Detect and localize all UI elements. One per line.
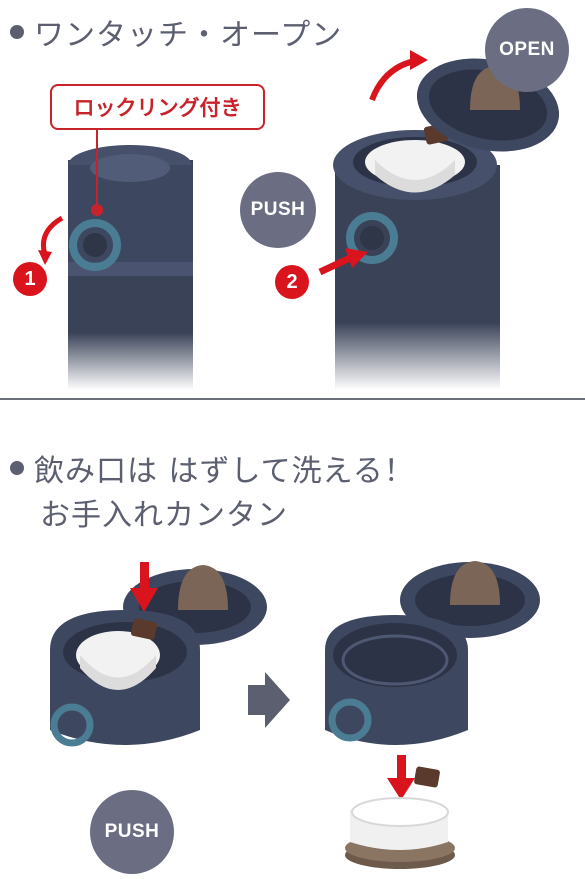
- push-badge-bottom: PUSH: [90, 790, 174, 874]
- step-1-badge: 1: [13, 262, 47, 296]
- step-2-badge: 2: [275, 265, 309, 299]
- bottle-closed-illustration: [38, 130, 193, 390]
- section1-title: ワンタッチ・オープン: [34, 18, 343, 53]
- section2-title-line1: 飲み口は はずして洗える！: [34, 454, 415, 489]
- section1-heading: ワンタッチ・オープン: [0, 10, 342, 54]
- mouthpiece-attached-illustration: [50, 562, 267, 747]
- section-divider: [0, 398, 585, 400]
- bullet-dot: [10, 25, 24, 39]
- mouthpiece-removed-illustration: [325, 561, 540, 869]
- open-badge: OPEN: [485, 8, 569, 92]
- lock-ring-callout: ロックリング付き: [50, 84, 265, 130]
- section2-heading: 飲み口は はずして洗える！: [0, 446, 415, 490]
- bullet-dot: [10, 461, 24, 475]
- next-step-arrow: [248, 672, 290, 728]
- section2-title-line2: お手入れカンタン: [40, 498, 288, 533]
- bottle-open-illustration: [318, 50, 560, 390]
- push-badge-top: PUSH: [240, 172, 316, 248]
